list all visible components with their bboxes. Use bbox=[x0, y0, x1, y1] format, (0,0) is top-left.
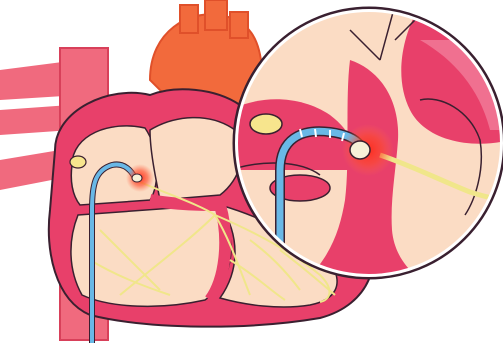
left-atrium bbox=[150, 118, 242, 200]
sinus-node bbox=[70, 156, 86, 168]
catheter-tip bbox=[132, 174, 142, 182]
